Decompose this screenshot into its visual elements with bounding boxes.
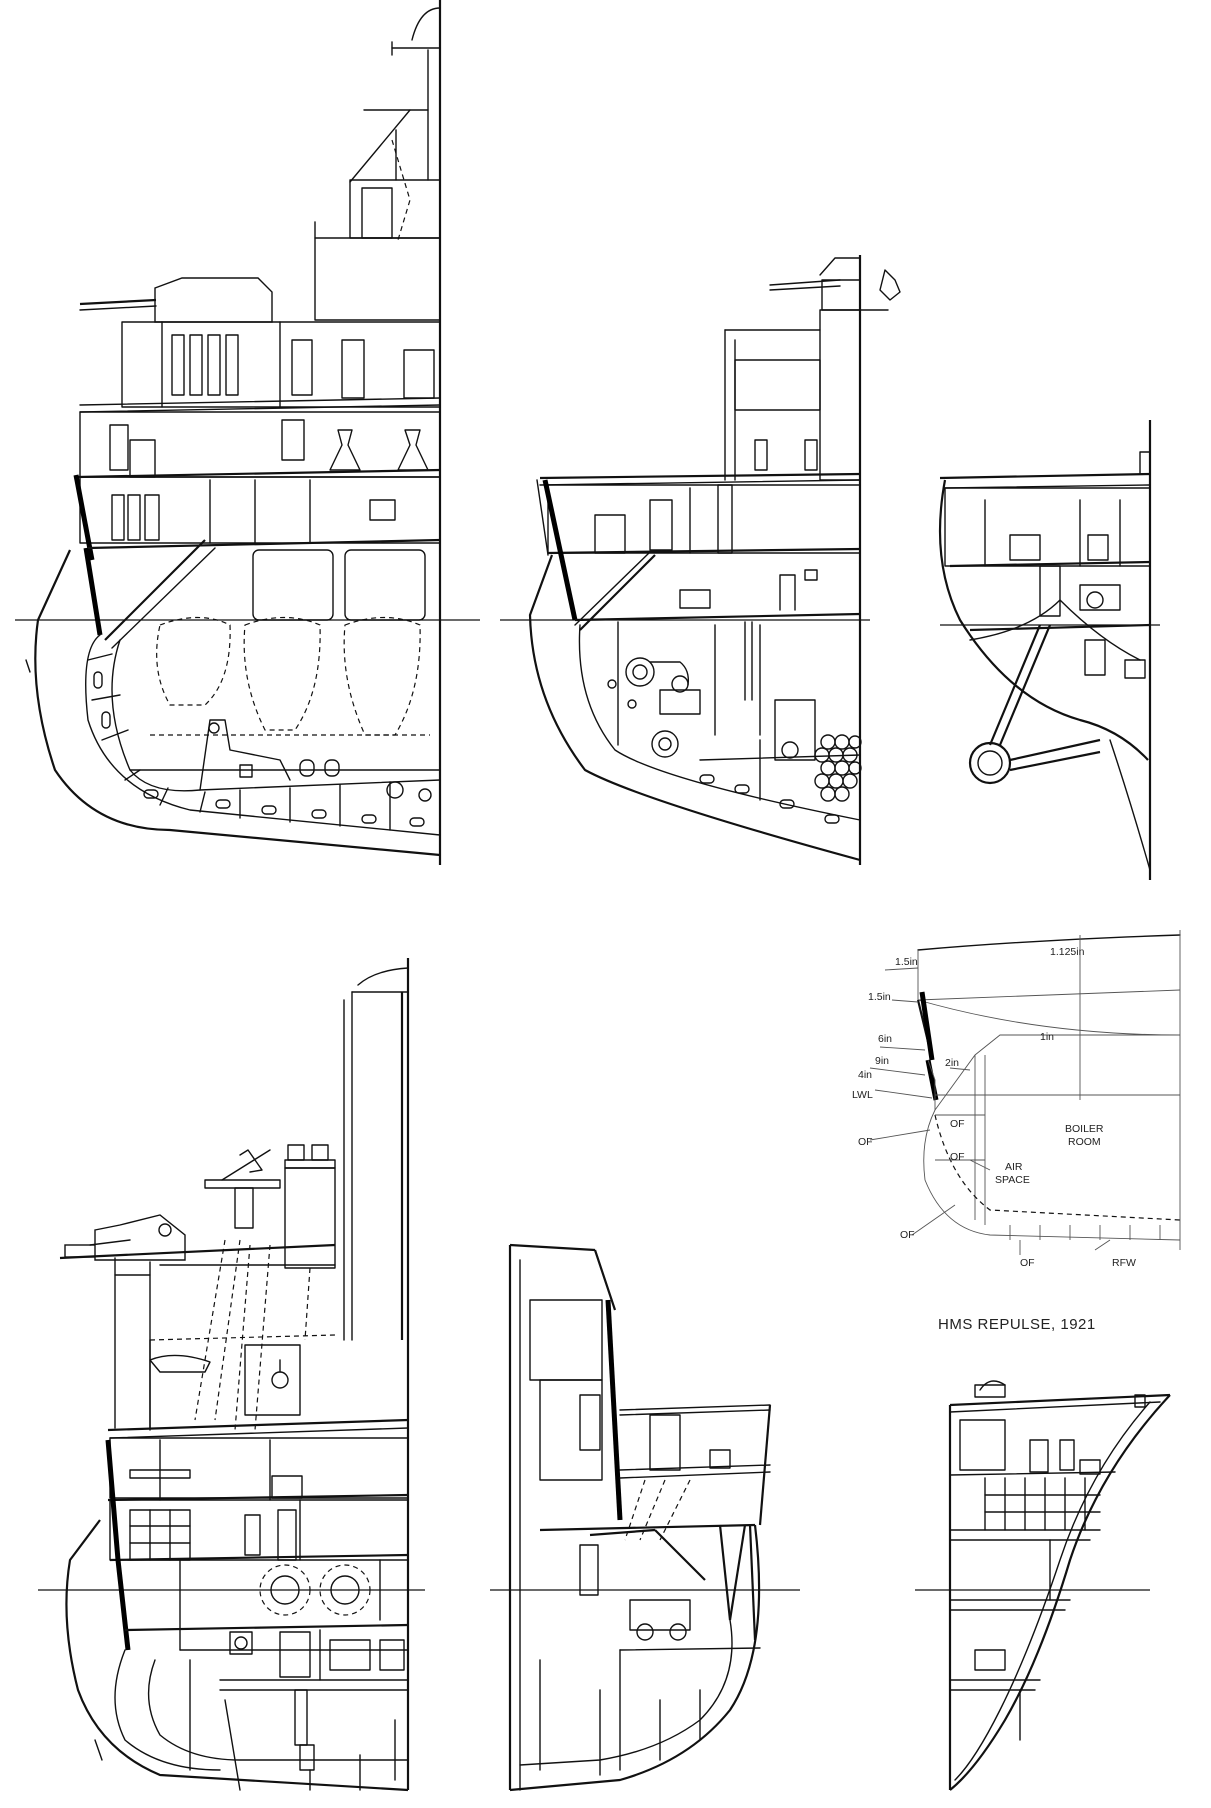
label-of-3: OF: [950, 1151, 965, 1163]
label-of-2: OF: [858, 1136, 873, 1148]
label-air: AIR: [1005, 1161, 1023, 1173]
section-bow: [915, 1380, 1171, 1791]
label-1in: 1in: [1040, 1031, 1054, 1043]
label-1-125in: 1.125in: [1050, 946, 1085, 958]
label-4in: 4in: [858, 1069, 872, 1081]
label-boiler: BOILER: [1065, 1123, 1104, 1135]
section-forward-magazine: [490, 1243, 800, 1792]
label-space: SPACE: [995, 1174, 1030, 1186]
section-midship-turret: [15, 0, 480, 865]
section-secondary-gun: [500, 255, 901, 865]
label-1-5in-upper: 1.5in: [895, 956, 918, 968]
label-room: ROOM: [1068, 1136, 1101, 1148]
label-lwl: LWL: [852, 1089, 873, 1101]
section-funnel: [38, 958, 425, 1792]
label-rfw: RFW: [1112, 1257, 1136, 1269]
armour-diagram: 1.5in 1.125in 1.5in 6in 1in 9in 2in 4in …: [852, 930, 1181, 1269]
label-of-1: OF: [950, 1118, 965, 1130]
label-of-5: OF: [1020, 1257, 1035, 1269]
caption: HMS REPULSE, 1921: [938, 1316, 1096, 1333]
label-of-4: OF: [900, 1229, 915, 1241]
label-2in: 2in: [945, 1057, 959, 1069]
label-9in: 9in: [875, 1055, 889, 1067]
section-aft-shaft: [938, 420, 1160, 880]
label-6in: 6in: [878, 1033, 892, 1045]
label-1-5in: 1.5in: [868, 991, 891, 1003]
